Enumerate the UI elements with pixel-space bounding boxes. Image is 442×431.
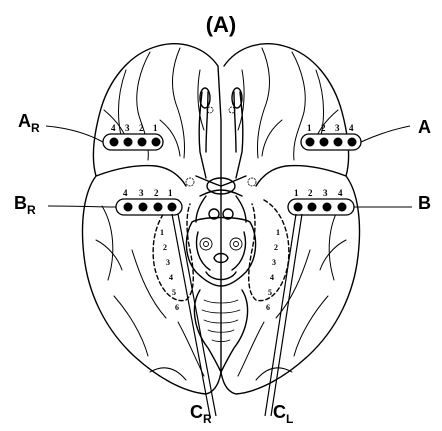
electrode-strip-a-left: 1 2 3 4 bbox=[301, 123, 361, 150]
electrode-strip-a-right: 4 3 2 1 bbox=[103, 123, 163, 150]
electrode-label: 1 bbox=[307, 123, 312, 133]
electrode-label: 1 bbox=[168, 188, 173, 198]
electrode-label: 3 bbox=[139, 188, 144, 198]
electrode-label: 2 bbox=[321, 123, 326, 133]
electrode-label: 2 bbox=[139, 123, 144, 133]
svg-text:5: 5 bbox=[172, 288, 176, 297]
electrode-label: 3 bbox=[323, 188, 328, 198]
electrode-label: 4 bbox=[123, 188, 128, 198]
svg-text:3: 3 bbox=[272, 258, 276, 267]
electrode-strip-b-left: 1 2 3 4 bbox=[288, 188, 354, 215]
electrode-label: 3 bbox=[125, 123, 130, 133]
label-b-right: BR bbox=[14, 193, 36, 217]
svg-text:6: 6 bbox=[266, 303, 270, 312]
electrode-label: 1 bbox=[153, 123, 158, 133]
electrode-label: 4 bbox=[349, 123, 354, 133]
right-olfactory-tract bbox=[199, 92, 208, 178]
electrode-label: 2 bbox=[308, 188, 313, 198]
electrode-label: 1 bbox=[294, 188, 299, 198]
electrode-label: 3 bbox=[335, 123, 340, 133]
svg-text:1: 1 bbox=[276, 228, 280, 237]
electrode-label: 4 bbox=[111, 123, 116, 133]
electrode-label: 2 bbox=[154, 188, 159, 198]
label-a-right: AR bbox=[18, 111, 40, 135]
svg-text:3: 3 bbox=[166, 258, 170, 267]
svg-text:4: 4 bbox=[169, 273, 173, 282]
cerebellum-right bbox=[194, 290, 221, 372]
cerebellum-left bbox=[221, 290, 248, 372]
label-c-left: CL bbox=[273, 402, 293, 426]
svg-text:5: 5 bbox=[268, 288, 272, 297]
left-olfactory-tract bbox=[234, 92, 243, 178]
panel-label: (A) bbox=[206, 12, 237, 37]
left-temporal-boundary bbox=[256, 166, 346, 186]
label-c-right: CR bbox=[190, 402, 212, 426]
svg-text:1: 1 bbox=[160, 228, 164, 237]
label-b-left: B bbox=[418, 193, 431, 213]
depth-electrode-c-left bbox=[265, 214, 302, 416]
svg-text:4: 4 bbox=[270, 273, 274, 282]
label-a-left: A bbox=[418, 117, 431, 137]
svg-text:6: 6 bbox=[175, 303, 179, 312]
electrode-strip-b-right: 4 3 2 1 bbox=[116, 188, 182, 215]
right-temporal-boundary bbox=[96, 166, 186, 186]
svg-text:2: 2 bbox=[163, 243, 167, 252]
electrode-label: 4 bbox=[338, 188, 343, 198]
svg-text:2: 2 bbox=[274, 243, 278, 252]
